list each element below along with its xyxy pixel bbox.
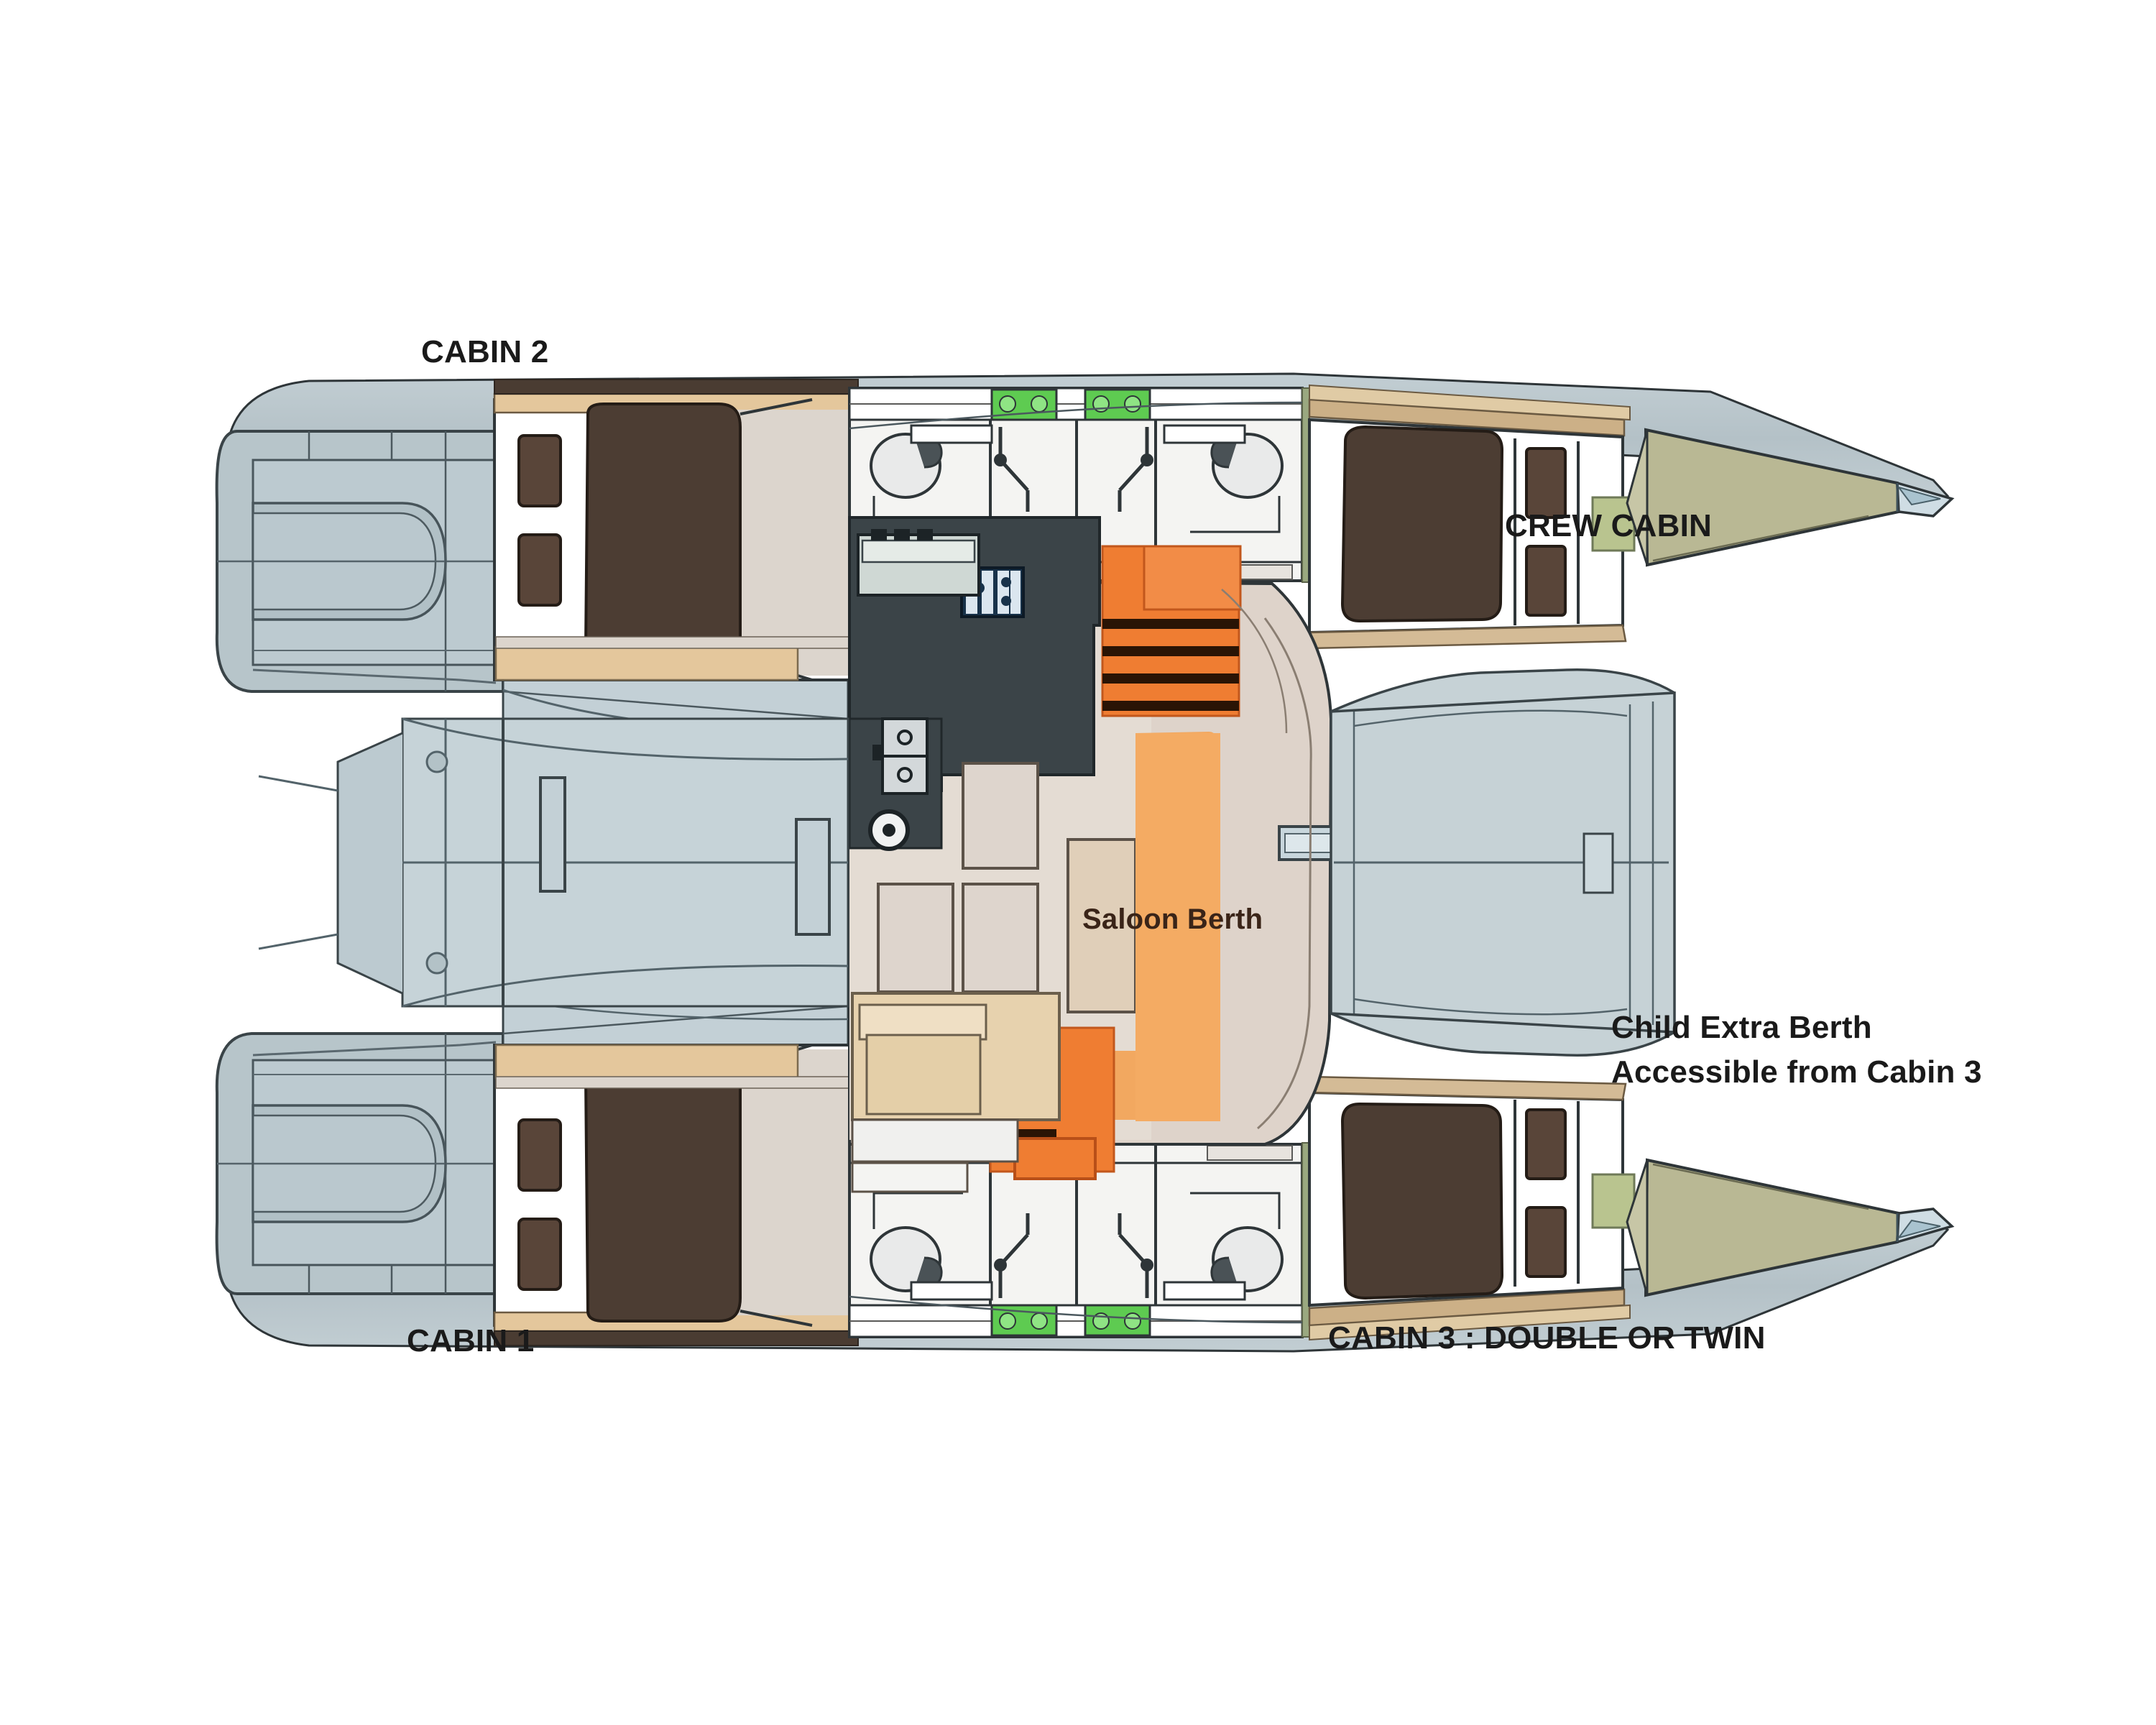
cockpit-locker-a xyxy=(539,776,566,893)
crew-cabin xyxy=(1308,384,1636,650)
central-saloon xyxy=(848,516,1349,1193)
galley-sink xyxy=(872,717,929,795)
companionway-stairs-upper xyxy=(1101,545,1242,717)
forward-deck-port xyxy=(1330,668,1675,713)
galley-round-fixture xyxy=(868,809,910,851)
hull-fairings xyxy=(849,401,1676,1324)
sink-starboard-1 xyxy=(910,1281,993,1301)
saloon-panel-4 xyxy=(1067,838,1137,1013)
label-cabin-2: CABIN 2 xyxy=(421,334,548,369)
port-hull xyxy=(215,379,1955,720)
cabin-1-sill xyxy=(494,1044,799,1080)
cabin-3-berth-top xyxy=(1525,1108,1567,1180)
starboard-forepeak xyxy=(1626,1158,1955,1297)
cockpit-locker-b xyxy=(795,818,831,936)
cabin-1-pillow-bottom xyxy=(517,1218,562,1291)
starboard-hull xyxy=(215,1005,1955,1346)
saloon-berth-block xyxy=(1135,733,1220,1121)
label-cabin-1: CABIN 1 xyxy=(407,1323,534,1358)
cabin-2-floor xyxy=(726,410,852,676)
label-crew-cabin: CREW CABIN xyxy=(1505,508,1712,543)
cabin-2-pillow-top xyxy=(517,434,562,507)
cabin-2-trim-dark xyxy=(494,379,859,395)
lounge-locker xyxy=(851,1162,969,1193)
crew-cabin-toerail-2 xyxy=(1309,384,1631,421)
cabin-2-bed xyxy=(584,402,742,670)
label-cabin-3: CABIN 3 : DOUBLE OR TWIN xyxy=(1328,1320,1766,1356)
sink-port-1 xyxy=(910,424,993,444)
cabin-2 xyxy=(493,379,860,681)
lounge-backrest xyxy=(858,1003,987,1041)
cabin-2-ledge xyxy=(495,636,856,649)
saloon-panel-1 xyxy=(962,762,1039,870)
cabin-3-berth-bottom xyxy=(1525,1206,1567,1278)
crew-cabin-bed xyxy=(1340,425,1504,623)
cabin-1-floor xyxy=(726,1049,852,1315)
label-saloon-berth: Saloon Berth xyxy=(1082,903,1263,935)
saloon-aft-lounge xyxy=(851,992,1061,1193)
cabin-1-trim-dark xyxy=(494,1330,859,1346)
sink-starboard-2 xyxy=(1163,1281,1246,1301)
cabin-1-ledge xyxy=(495,1076,856,1089)
port-forepeak xyxy=(1626,428,1955,567)
lounge-cushion xyxy=(865,1034,982,1116)
starboard-stern-platform xyxy=(215,1032,547,1295)
cabin-2-pillow-bottom xyxy=(517,533,562,607)
label-child-berth-line2: Accessible from Cabin 3 xyxy=(1611,1054,1982,1090)
crew-berth-top xyxy=(1525,447,1567,519)
forward-hatch xyxy=(1583,832,1614,894)
sink-port-2 xyxy=(1163,424,1246,444)
lounge-step xyxy=(851,1118,1019,1163)
cabin-3-toerail-2 xyxy=(1309,1304,1631,1341)
cockpit-aft-step xyxy=(336,732,403,995)
forepeak-starboard-bulkhead xyxy=(1626,1159,1649,1296)
forward-deck-starboard xyxy=(1330,1012,1675,1057)
crew-berth-bottom xyxy=(1525,545,1567,617)
cabin-1 xyxy=(493,1044,860,1346)
saloon-table-panels xyxy=(877,762,1137,1013)
saloon-inner-curve xyxy=(1257,617,1312,1130)
saloon-panel-3 xyxy=(962,883,1039,993)
toilet-starboard-2 xyxy=(1190,1192,1284,1292)
label-child-berth-line1: Child Extra Berth xyxy=(1611,1010,1872,1045)
cabin-1-bed xyxy=(584,1055,742,1322)
port-stern-platform xyxy=(215,430,547,693)
saloon-panel-2 xyxy=(877,883,954,993)
cabin-2-sill xyxy=(494,645,799,681)
galley xyxy=(848,516,1101,851)
forepeak-port-bulkhead xyxy=(1626,429,1649,566)
cabin-3 xyxy=(1308,1075,1636,1341)
cabin-3-bed xyxy=(1340,1102,1504,1300)
cabin-1-pillow-top xyxy=(517,1118,562,1192)
